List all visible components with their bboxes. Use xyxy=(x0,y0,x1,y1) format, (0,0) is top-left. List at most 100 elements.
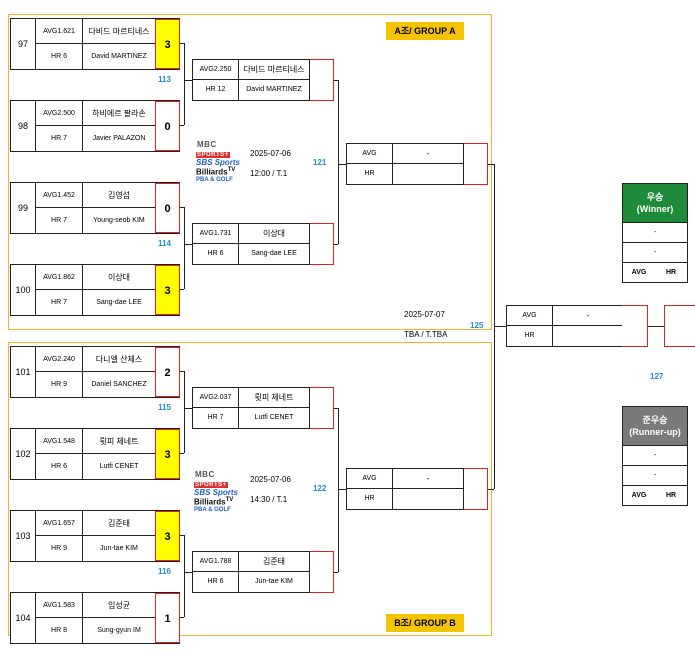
match-number: 101 xyxy=(11,347,36,397)
score-box: 3 xyxy=(155,511,180,561)
match-number: 121 xyxy=(313,158,327,167)
player-name-ko: 다비드 마르티네스 xyxy=(83,19,155,44)
player-name-ko: 이상대 xyxy=(83,265,155,290)
score-box xyxy=(310,551,334,593)
player-avg: AVG1.621 xyxy=(36,19,83,44)
score-box: 0 xyxy=(155,183,180,233)
match-number: 116 xyxy=(158,567,171,576)
sports-text: SPORTS+ xyxy=(196,152,230,158)
bracket-line xyxy=(338,408,339,572)
player-hr: HR 8 xyxy=(36,618,83,643)
player-hr: HR 6 xyxy=(36,44,83,69)
runner-up-card: 준우승 (Runner-up) - - AVG HR xyxy=(622,406,688,506)
bracket-line xyxy=(180,371,184,372)
player-avg: AVG1.583 xyxy=(36,593,83,618)
match-number: 99 xyxy=(11,183,36,233)
player-hr: HR xyxy=(347,489,393,509)
bracket-line xyxy=(184,207,185,289)
player-name-ko: 이상대 xyxy=(239,224,309,244)
bracket-line xyxy=(184,535,185,617)
bracket-line xyxy=(184,572,192,573)
winner-card: 우승 (Winner) - - AVG HR xyxy=(622,183,688,283)
bracket-line xyxy=(180,207,184,208)
runner-up-avg: AVG xyxy=(631,492,647,499)
final-match-number: 125 xyxy=(470,321,484,330)
score-box: 3 xyxy=(155,429,180,479)
player-avg: AVG2.240 xyxy=(36,347,83,372)
winner-avg: AVG xyxy=(631,269,647,276)
schedule-a-date: 2025-07-06 xyxy=(250,149,291,158)
player-name-ko: - xyxy=(393,469,463,489)
winner-subtitle: (Winner) xyxy=(636,204,674,214)
score-box: 3 xyxy=(155,19,180,69)
runner-up-row-1: - xyxy=(623,445,687,465)
player-avg: AVG1.548 xyxy=(36,429,83,454)
player-hr: HR 7 xyxy=(193,408,239,428)
winner-title: 우승 xyxy=(646,192,664,202)
third-match-number: 127 xyxy=(650,372,664,381)
runner-up-subtitle: (Runner-up) xyxy=(629,427,681,437)
player-name-ko: 김준태 xyxy=(239,552,309,572)
player-name-en: Sung-gyun IM xyxy=(97,627,141,634)
player-name-ko: 다니엘 산체스 xyxy=(83,347,155,372)
winner-row-1: - xyxy=(623,222,687,242)
player-name-en: David MARTINEZ xyxy=(246,86,302,93)
player-name-en: Jun-tae KIM xyxy=(255,578,293,585)
bracket-line xyxy=(184,371,185,453)
player-name-en: Sang-dae LEE xyxy=(96,299,142,306)
score-box xyxy=(310,223,334,265)
match-number: 100 xyxy=(11,265,36,315)
player-hr: HR 7 xyxy=(36,290,83,315)
final-score-box xyxy=(622,305,648,347)
player-avg: AVG xyxy=(347,469,393,489)
player-name-ko: 하비에르 팔라손 xyxy=(83,101,155,126)
player-hr: HR 6 xyxy=(36,454,83,479)
score-box: 2 xyxy=(155,347,180,397)
winner-row-2: - xyxy=(623,242,687,262)
player-hr: HR 7 xyxy=(36,126,83,151)
bracket-line xyxy=(180,43,184,44)
final-player-ename xyxy=(553,326,623,346)
player-name-en: Lutfi CENET xyxy=(99,463,139,470)
sbs-text: SBS Sports xyxy=(196,158,241,167)
bracket-line xyxy=(184,244,192,245)
player-name-en: David MARTINEZ xyxy=(91,53,147,60)
bracket-line xyxy=(184,408,192,409)
bracket-line xyxy=(338,80,339,244)
player-avg: AVG1.862 xyxy=(36,265,83,290)
player-name-en: Young-seob KIM xyxy=(93,217,145,224)
group-b-label: B조/ GROUP B xyxy=(386,614,464,632)
player-name-ko: - xyxy=(393,144,463,164)
player-hr: HR 6 xyxy=(193,244,239,264)
final-connector xyxy=(648,326,664,327)
match-number: 113 xyxy=(158,75,171,84)
score-box xyxy=(310,59,334,101)
bracket-line xyxy=(334,80,338,81)
player-avg: AVG1.731 xyxy=(193,224,239,244)
final-match-card[interactable]: AVG HR - xyxy=(506,305,624,347)
bracket-line xyxy=(184,43,185,125)
bracket-line xyxy=(180,617,184,618)
tv-text: TV xyxy=(227,167,236,173)
player-name-en: Sang-dae LEE xyxy=(251,250,297,257)
pba-text: PBA & GOLF xyxy=(196,176,233,183)
bracket-line xyxy=(338,164,346,165)
bracket-line xyxy=(488,164,494,165)
bracket-line xyxy=(334,244,338,245)
final-score-box-2 xyxy=(664,305,695,347)
player-name-ko: 김영섭 xyxy=(83,183,155,208)
